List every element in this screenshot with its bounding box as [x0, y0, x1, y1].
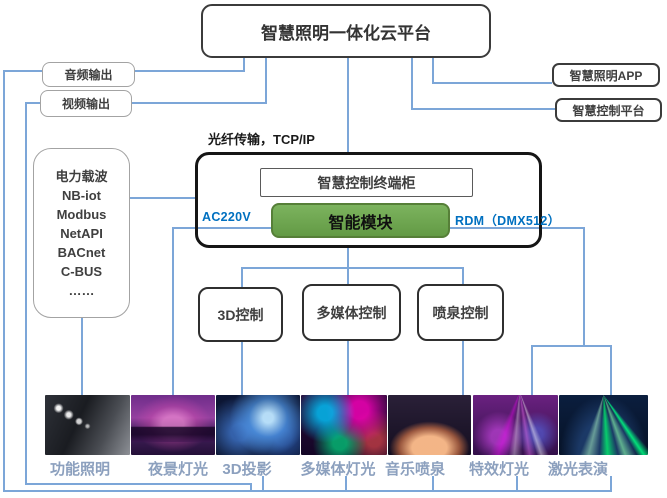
connector-line: [516, 476, 518, 491]
connector-line: [241, 267, 464, 269]
protocol-item: NB-iot: [62, 187, 101, 203]
protocol-item: ……: [68, 282, 95, 298]
connector-line: [462, 267, 464, 285]
connector-line: [130, 197, 195, 199]
connector-line: [265, 58, 267, 104]
scene-photo-3d-projection: [216, 395, 300, 455]
connector-line: [411, 108, 555, 110]
protocol-item: NetAPI: [60, 225, 103, 241]
node-fountain-control: 喷泉控制: [417, 284, 504, 341]
connector-line: [243, 58, 245, 71]
connector-line: [462, 341, 464, 395]
connector-line: [3, 70, 5, 491]
terminal-cabinet-title: 智慧控制终端柜: [260, 168, 473, 197]
scene-photo-effect-lights: [473, 395, 558, 455]
protocol-item: 电力载波: [55, 168, 108, 184]
connector-line: [531, 345, 533, 395]
node-lighting-app: 智慧照明APP: [552, 63, 660, 87]
node-video-output: 视频输出: [40, 90, 132, 117]
connector-line: [450, 227, 585, 229]
connector-line: [432, 82, 552, 84]
node-3d-control: 3D控制: [198, 287, 283, 342]
transmission-label: 光纤传输，TCP/IP: [208, 132, 315, 147]
scene-label: 多媒体灯光: [300, 461, 376, 478]
connector-line: [25, 102, 27, 485]
scene-label: 夜景灯光: [147, 461, 209, 478]
connector-line: [250, 483, 252, 492]
connector-line: [432, 58, 434, 84]
scene-label: 特效灯光: [468, 461, 530, 478]
scene-photo-night-city: [131, 395, 215, 455]
node-audio-output: 音频输出: [42, 62, 135, 87]
connector-line: [132, 102, 267, 104]
node-cloud-platform: 智慧照明一体化云平台: [201, 4, 491, 58]
scene-label: 3D投影: [222, 461, 272, 478]
connector-line: [610, 476, 612, 491]
scene-photo-multimedia-lights: [301, 395, 387, 455]
node-control-platform: 智慧控制平台: [555, 98, 662, 122]
scene-label: 激光表演: [547, 461, 609, 478]
connector-line: [347, 267, 349, 285]
protocol-item: C-BUS: [60, 263, 103, 279]
connector-line: [3, 490, 612, 492]
protocol-item: Modbus: [56, 206, 107, 222]
scene-photo-laser-show: [559, 395, 648, 455]
connector-line: [411, 58, 413, 110]
scene-label: 功能照明: [49, 461, 111, 478]
connector-line: [25, 483, 252, 485]
connector-line: [241, 342, 243, 395]
connector-line: [135, 70, 245, 72]
scene-photo-street-lighting: [45, 395, 130, 455]
connector-line: [241, 267, 243, 288]
node-protocol-list: 电力载波 NB-iot Modbus NetAPI BACnet C-BUS ……: [33, 148, 130, 318]
connector-line: [3, 70, 42, 72]
connector-line: [345, 476, 347, 491]
scene-label: 音乐喷泉: [384, 461, 446, 478]
connector-line: [172, 227, 272, 229]
protocol-item: BACnet: [57, 244, 106, 260]
node-smart-module: 智能模块: [271, 203, 450, 238]
connector-line: [262, 476, 264, 491]
scene-photo-music-fountain: [388, 395, 471, 455]
node-terminal-cabinet: [195, 152, 542, 248]
connector-line: [172, 227, 174, 395]
connector-line: [531, 345, 612, 347]
connector-line: [347, 58, 349, 152]
connector-line: [583, 227, 585, 347]
connector-line: [347, 248, 349, 268]
connector-line: [25, 102, 40, 104]
port-label-ac220v: AC220V: [202, 210, 252, 224]
connector-line: [432, 476, 434, 491]
connector-line: [81, 318, 83, 395]
node-multimedia-control: 多媒体控制: [302, 284, 401, 341]
connector-line: [610, 345, 612, 395]
connector-line: [347, 341, 349, 395]
port-label-rdm-dmx512: RDM（DMX512）: [455, 214, 561, 228]
